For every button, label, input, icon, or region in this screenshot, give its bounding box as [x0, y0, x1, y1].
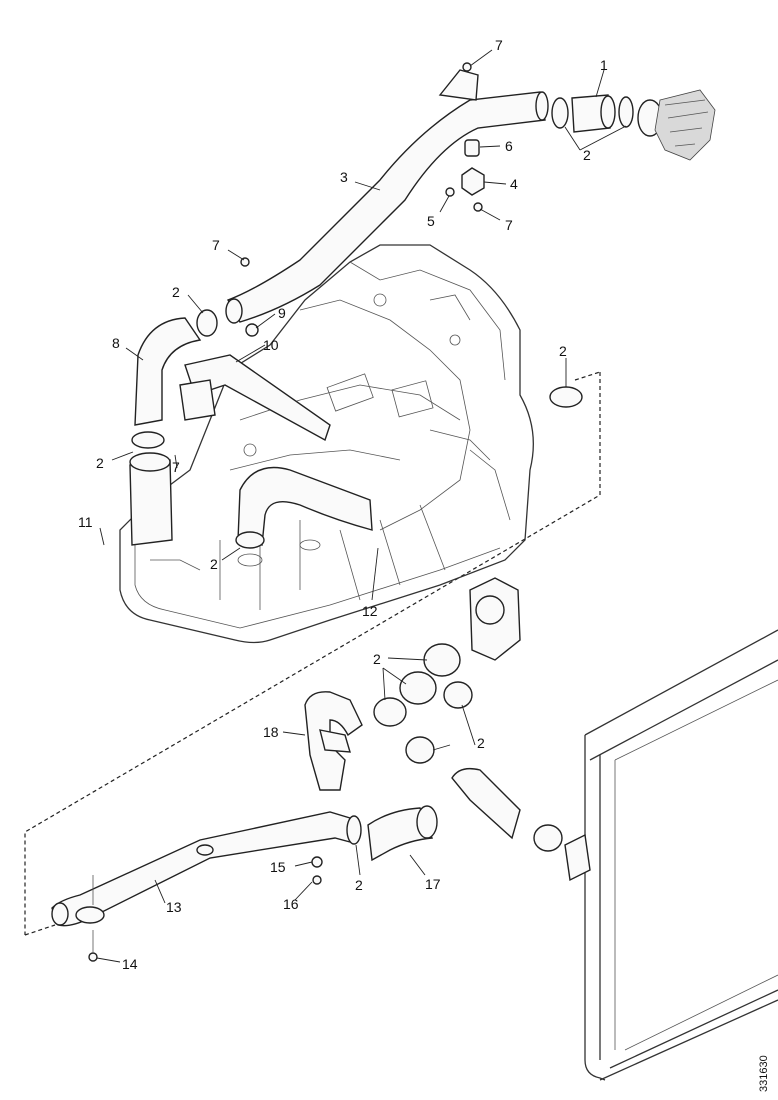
callout-2: 2	[477, 735, 485, 751]
callout-2: 2	[96, 455, 104, 471]
callout-7: 7	[212, 237, 220, 253]
hose-18	[304, 691, 363, 791]
pipe-13	[51, 811, 362, 962]
callout-3: 3	[340, 169, 348, 185]
dashed-boundary	[24, 371, 601, 936]
radiator	[564, 629, 778, 1081]
callout-15: 15	[270, 859, 286, 875]
callout-14: 14	[122, 956, 138, 972]
hose-8	[131, 309, 259, 449]
callout-7: 7	[495, 37, 503, 53]
callout-2: 2	[559, 343, 567, 359]
clamp-right	[549, 386, 583, 408]
callout-12: 12	[362, 603, 378, 619]
callout-2: 2	[583, 147, 591, 163]
callout-9: 9	[278, 305, 286, 321]
valve-assembly	[240, 62, 485, 267]
elbow-hose	[129, 452, 373, 549]
callout-6: 6	[505, 138, 513, 154]
bracket-10	[179, 354, 331, 442]
callout-2: 2	[355, 877, 363, 893]
callout-7: 7	[505, 217, 513, 233]
callout-10: 10	[263, 337, 279, 353]
callout-4: 4	[510, 176, 518, 192]
thermostat-housing	[373, 577, 521, 764]
hose-3	[225, 69, 549, 324]
reference-number: 331630	[758, 1055, 770, 1092]
callout-2: 2	[373, 651, 381, 667]
callout-16: 16	[283, 896, 299, 912]
leader-lines	[96, 49, 627, 963]
callouts: 7 1 2 6 4 3 5 7 7 2 9 8 10 2 2 7 11 2 12…	[78, 37, 608, 972]
coupling-1	[551, 89, 716, 161]
engine-block	[119, 244, 534, 644]
callout-8: 8	[112, 335, 120, 351]
callout-2: 2	[210, 556, 218, 572]
callout-17: 17	[425, 876, 441, 892]
hose-right	[451, 767, 563, 852]
callout-1: 1	[600, 57, 608, 73]
hose-17	[367, 805, 438, 862]
callout-13: 13	[166, 899, 182, 915]
callout-11: 11	[78, 514, 93, 530]
callout-7: 7	[172, 459, 180, 475]
callout-2: 2	[172, 284, 180, 300]
callout-5: 5	[427, 213, 435, 229]
callout-18: 18	[263, 724, 279, 740]
